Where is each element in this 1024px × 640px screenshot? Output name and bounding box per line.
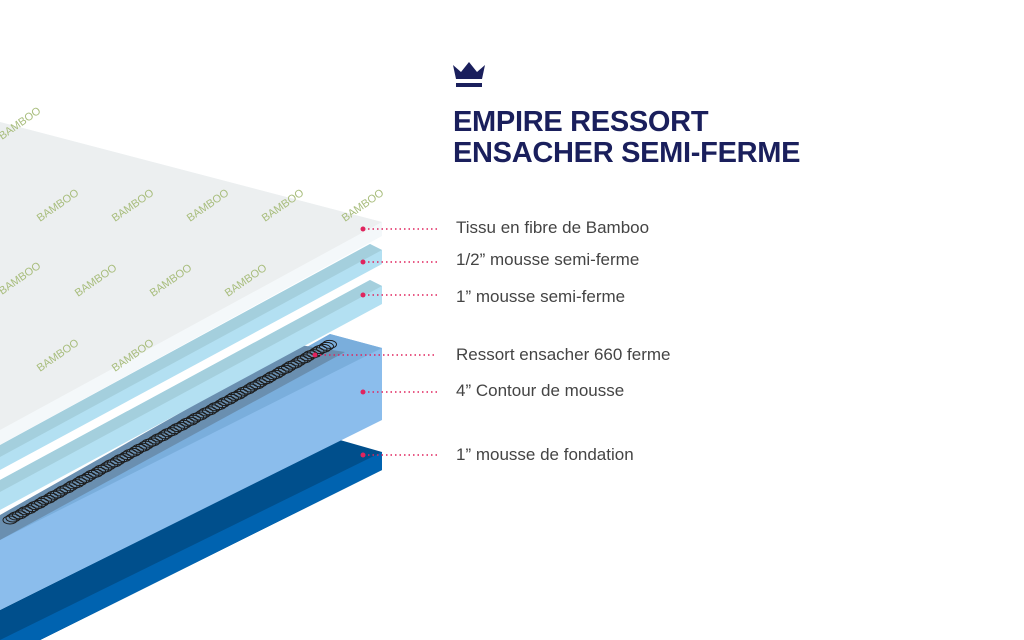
callout-lines bbox=[312, 226, 437, 458]
layer-foundation bbox=[0, 440, 382, 640]
label-springs: Ressort ensacher 660 ferme bbox=[456, 345, 671, 364]
callout-dot bbox=[360, 452, 366, 458]
title-line-2: ENSACHER SEMI-FERME bbox=[453, 137, 801, 169]
callout-dot bbox=[360, 292, 366, 298]
crown-icon bbox=[453, 62, 485, 87]
title-line-1: EMPIRE RESSORT bbox=[453, 106, 709, 138]
layer-half-inch-foam bbox=[0, 244, 382, 470]
label-foam-contour: 4” Contour de mousse bbox=[456, 381, 625, 400]
callout-dot bbox=[360, 389, 366, 395]
spring-coil bbox=[322, 339, 337, 349]
label-1in-foam: 1” mousse semi-ferme bbox=[456, 287, 626, 306]
page-title: EMPIRE RESSORT ENSACHER SEMI-FERME bbox=[453, 107, 800, 169]
label-half-inch-foam: 1/2” mousse semi-ferme bbox=[456, 250, 640, 269]
layer-core bbox=[0, 334, 382, 610]
spring-coil bbox=[319, 341, 334, 351]
callout-dot bbox=[360, 259, 366, 265]
spring-coils bbox=[2, 339, 337, 525]
callout-dot bbox=[312, 352, 318, 358]
label-fabric: Tissu en fibre de Bamboo bbox=[456, 218, 650, 237]
callout-dot bbox=[360, 226, 366, 232]
layer-1in-foam bbox=[0, 280, 382, 510]
label-foundation: 1” mousse de fondation bbox=[456, 445, 634, 464]
